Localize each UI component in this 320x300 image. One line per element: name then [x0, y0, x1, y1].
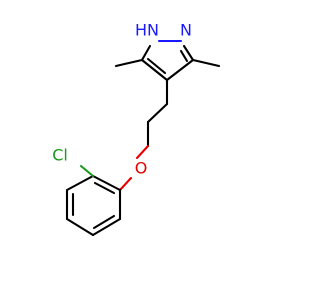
atom-label-n2: N	[180, 21, 192, 40]
bond-ch2a-ch2b	[146, 102, 169, 124]
atom-label-cl: Cl	[52, 146, 68, 165]
bond-o-aryl	[118, 176, 133, 192]
bond-ch2c-o	[135, 144, 150, 160]
atom-label-h: H	[135, 21, 147, 40]
bond-b2-b3-inner	[92, 214, 116, 230]
bond-b2-b3	[91, 217, 122, 237]
bond-n2-c3-inner	[179, 49, 189, 63]
bond-c5-n1	[140, 44, 152, 62]
structure-svg: H N N O Cl	[52, 21, 221, 237]
bond-c3-methyl	[191, 58, 221, 68]
atom-label-n1: N	[147, 21, 159, 40]
bond-b6-b1	[91, 174, 122, 192]
molecule-diagram: H N N O Cl	[52, 21, 221, 237]
bond-b3-b4	[65, 217, 95, 237]
bond-c4-c5-inner	[146, 57, 167, 75]
bond-b5-b6	[65, 174, 95, 192]
bond-c5-methyl	[114, 58, 144, 68]
atom-label-o: O	[135, 159, 148, 178]
bond-c3-c4	[165, 58, 195, 82]
bond-n2-c3	[182, 44, 195, 62]
bond-c4-c5	[140, 58, 169, 82]
bond-b6-b1-inner	[93, 181, 116, 195]
bond-b6-cl	[79, 164, 95, 178]
